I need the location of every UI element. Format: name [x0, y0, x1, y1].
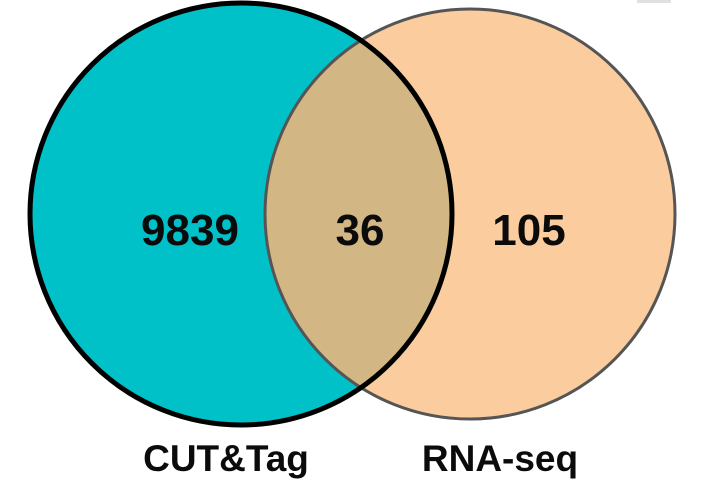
count-left-only: 9839	[141, 206, 239, 255]
set-label-right: RNA-seq	[421, 438, 579, 479]
intersection-region	[265, 9, 452, 419]
count-intersection: 36	[335, 206, 385, 255]
scan-artifact	[637, 0, 671, 3]
set-circle-left-outline	[27, 0, 455, 428]
set-label-left: CUT&Tag	[143, 438, 309, 479]
set-circle-right-outline	[263, 7, 677, 421]
count-right-only: 105	[492, 206, 566, 255]
